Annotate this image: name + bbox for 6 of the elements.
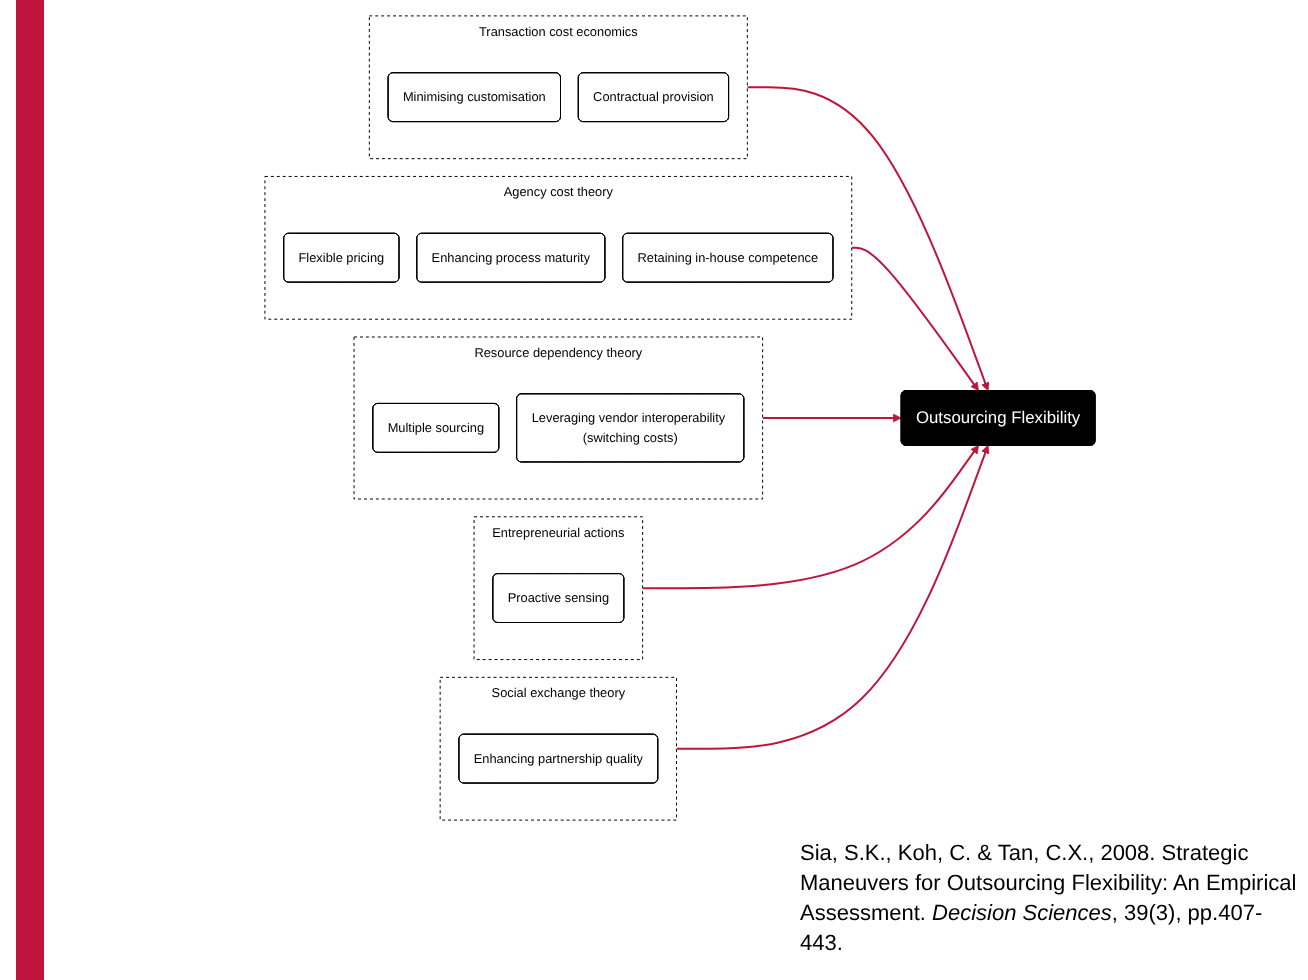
- arrow: [746, 86, 990, 391]
- arrow: [675, 445, 990, 750]
- arrow: [641, 445, 979, 590]
- arrow: [850, 246, 979, 391]
- citation-text: Sia, S.K., Koh, C. & Tan, C.X., 2008. Strategic Maneuvers for Outsourcing Flexibility: An Empirical Assessment. Decision Sciences, 39(3), pp.407-443.: [800, 840, 1299, 959]
- arrow: [761, 413, 902, 423]
